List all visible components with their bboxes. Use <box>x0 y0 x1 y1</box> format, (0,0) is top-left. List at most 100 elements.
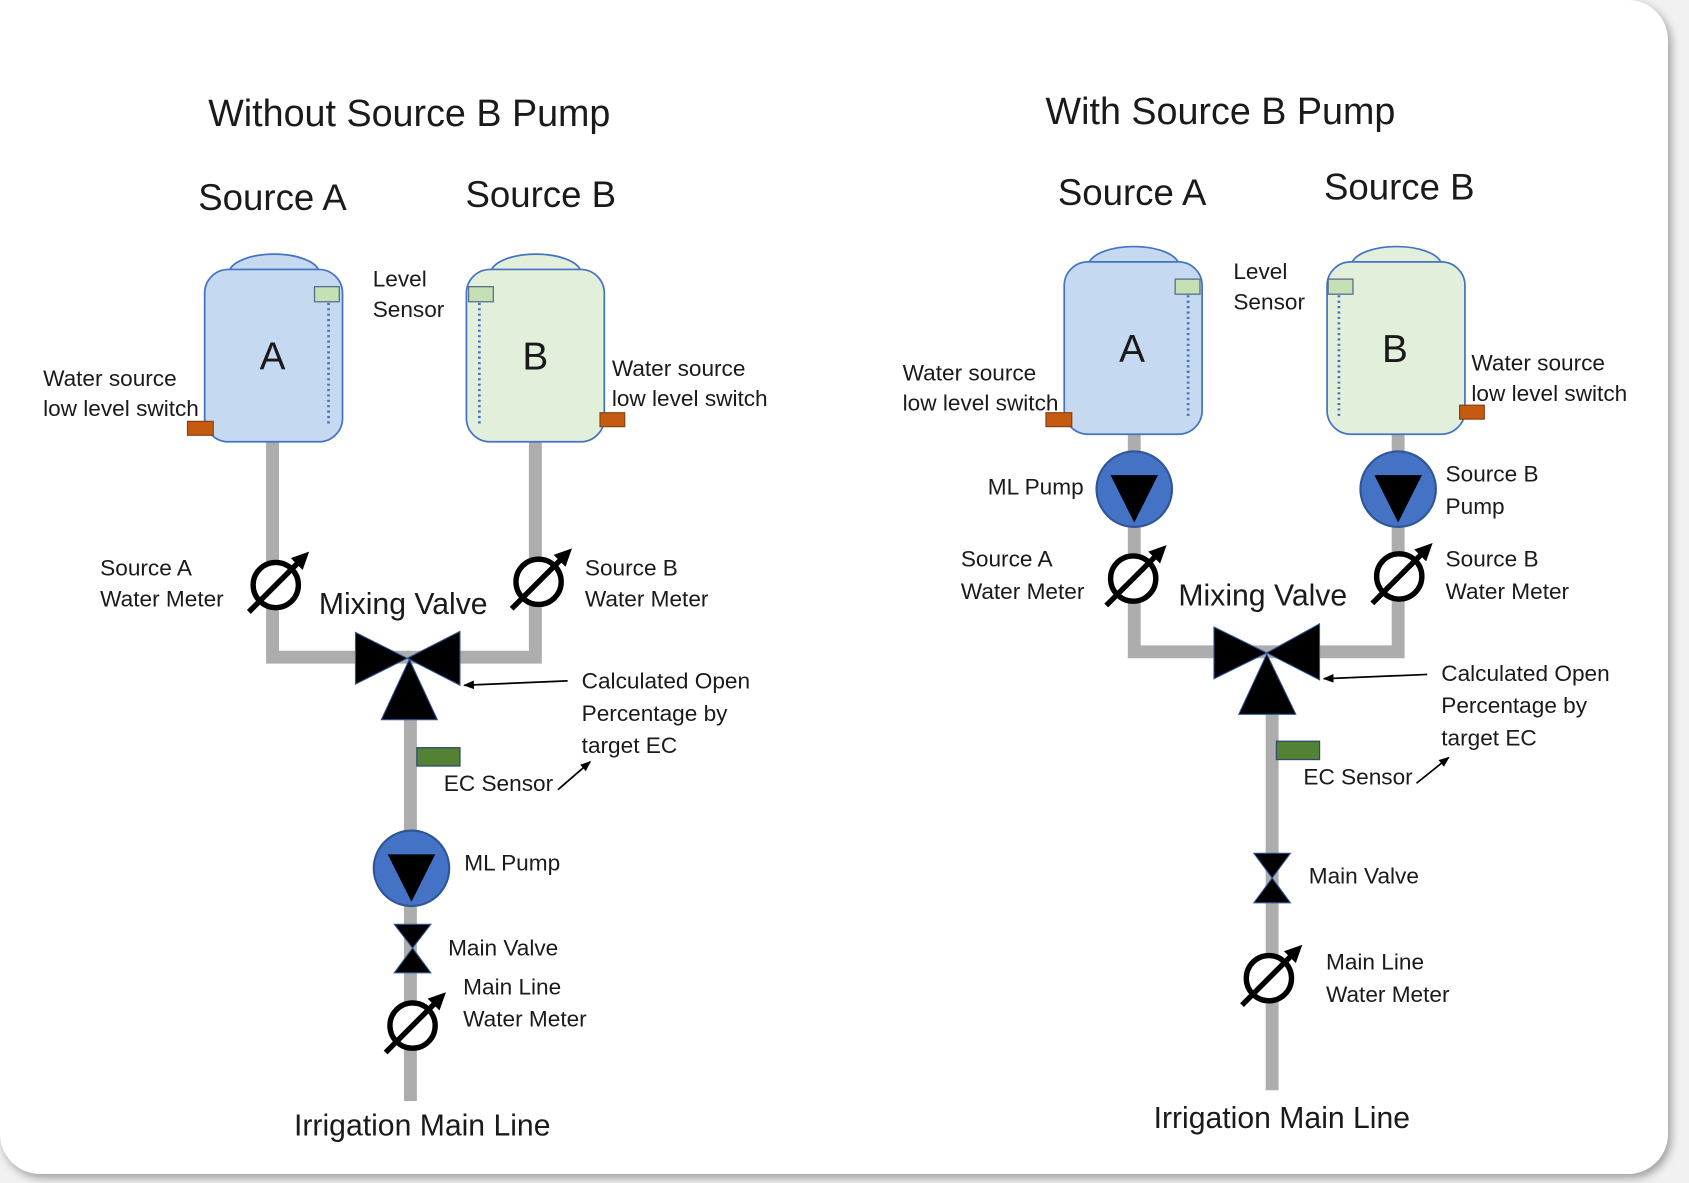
ml-pump-icon <box>1095 450 1174 528</box>
source-a-water-meter-icon <box>246 551 310 614</box>
tank-b-letter: B <box>522 336 548 379</box>
ec-sensor-pointer <box>557 760 592 791</box>
pump-direction-triangle <box>387 854 436 902</box>
valve-note-line-3: target EC <box>582 733 678 758</box>
main-line-meter-label-line-1: Main Line <box>463 974 561 999</box>
source-b-meter-label-line-2: Water Meter <box>1446 579 1570 604</box>
mixing-valve-outlet <box>380 658 439 721</box>
meter-arrowhead <box>1283 944 1303 964</box>
meter-needle <box>509 557 564 611</box>
main-valve-icon <box>393 923 432 974</box>
mixing-valve-icon <box>1213 622 1321 715</box>
irrigation-main-line-label: Irrigation Main Line <box>294 1109 550 1142</box>
tank-a-switch-label-line-1: Water source <box>903 360 1037 385</box>
valve-note-line-2: Percentage by <box>582 701 728 726</box>
tank-a-switch-label-line-1: Water source <box>43 366 177 391</box>
panel-without-source-b-pump: Without Source B Pump Source A Source B … <box>43 92 768 1142</box>
source-a-heading: Source A <box>198 177 347 218</box>
tank-a-switch-label-line-2: low level switch <box>903 391 1059 416</box>
main-valve-label: Main Valve <box>1309 863 1419 888</box>
level-sensor <box>467 286 494 303</box>
valve-note-pointer <box>1322 673 1428 683</box>
tank-a-switch-label-line-2: low level switch <box>43 396 199 421</box>
level-sensor <box>1327 278 1354 295</box>
source-b-water-meter-icon <box>509 548 572 611</box>
ec-sensor <box>1275 740 1321 761</box>
tank-a-letter: A <box>260 336 286 379</box>
tank-a-body <box>203 268 344 443</box>
ml-pump-label: ML Pump <box>988 475 1084 500</box>
source-b-water-meter-icon <box>1370 543 1433 606</box>
tank-a-dome <box>1087 245 1180 264</box>
source-a-meter-label-line-2: Water Meter <box>961 579 1085 604</box>
low-level-switch <box>1045 412 1073 428</box>
ml-pump-label: ML Pump <box>464 850 560 875</box>
meter-arrowhead <box>553 548 572 567</box>
main-line-meter-label-line-1: Main Line <box>1326 950 1424 975</box>
meter-arrowhead <box>427 992 446 1011</box>
main-valve-icon <box>1252 852 1292 904</box>
meter-needle <box>383 1001 438 1055</box>
main-valve-upper <box>393 923 432 949</box>
main-valve-lower <box>1252 877 1292 904</box>
main-line-meter-label-line-2: Water Meter <box>1326 982 1450 1007</box>
mixing-valve-inlet-b <box>405 630 461 687</box>
tank-b-body <box>1326 261 1466 436</box>
tank-b-body <box>465 268 606 443</box>
source-b-heading: Source B <box>1324 166 1475 207</box>
mixing-valve-label: Mixing Valve <box>1178 580 1347 613</box>
source-b-pump-label-line-2: Pump <box>1446 494 1505 519</box>
mixing-valve-label: Mixing Valve <box>319 588 488 621</box>
tank-a: A <box>1045 245 1203 436</box>
ec-sensor-label: EC Sensor <box>444 771 554 796</box>
tank-a: A <box>186 253 344 443</box>
tank-b-switch-label-line-1: Water source <box>612 356 746 381</box>
tank-b: B <box>465 253 626 443</box>
tank-b-dome <box>1350 245 1443 264</box>
tank-b-switch-label-line-1: Water source <box>1471 351 1605 376</box>
main-valve-upper <box>1252 852 1292 879</box>
source-b-meter-label-line-1: Source B <box>1446 547 1539 572</box>
meter-needle <box>1104 554 1158 608</box>
main-valve-label: Main Valve <box>448 936 558 961</box>
level-sensor-label-line-1: Level <box>373 267 427 292</box>
ec-sensor-pointer <box>1415 756 1450 784</box>
meter-arrowhead <box>1148 545 1167 564</box>
source-a-water-meter-icon <box>1104 545 1167 608</box>
meter-needle <box>1370 551 1424 606</box>
panel-title: Without Source B Pump <box>208 92 610 134</box>
panel-title: With Source B Pump <box>1046 90 1396 132</box>
meter-needle <box>1240 953 1294 1008</box>
meter-arrowhead <box>1414 543 1433 562</box>
tank-b-switch-label-line-2: low level switch <box>1471 381 1627 406</box>
mixing-valve-inlet-b <box>1265 622 1321 681</box>
low-level-switch <box>186 420 214 436</box>
source-a-meter-label-line-1: Source A <box>961 547 1054 572</box>
tank-b-switch-label-line-2: low level switch <box>612 386 768 411</box>
valve-note-line-1: Calculated Open <box>582 668 750 693</box>
pump-direction-triangle <box>1374 475 1422 523</box>
source-supply-pipe <box>1127 434 1405 659</box>
source-supply-pipe <box>266 441 542 664</box>
irrigation-main-line-label: Irrigation Main Line <box>1154 1102 1410 1135</box>
mixing-valve-inlet-a <box>354 631 409 686</box>
mixing-valve-inlet-a <box>1213 626 1268 680</box>
source-b-heading: Source B <box>465 174 616 215</box>
tank-a-letter: A <box>1119 328 1145 371</box>
tank-a-dome <box>228 253 321 272</box>
meter-arrowhead <box>290 551 310 570</box>
mixing-valve-icon <box>354 630 461 721</box>
level-sensor-label-line-2: Sensor <box>1233 289 1305 314</box>
main-valve-lower <box>393 947 432 974</box>
panel-with-source-b-pump: With Source B Pump Source A Source B A B… <box>903 90 1628 1135</box>
tank-b: B <box>1326 245 1485 436</box>
tank-b-letter: B <box>1382 328 1408 371</box>
ec-sensor-label: EC Sensor <box>1303 764 1413 789</box>
pump-direction-triangle <box>1110 475 1158 523</box>
level-sensor <box>1174 278 1201 295</box>
valve-note-line-3: target EC <box>1441 726 1537 751</box>
source-b-pump-icon <box>1359 450 1437 528</box>
level-sensor-label-line-2: Sensor <box>373 297 445 322</box>
source-a-heading: Source A <box>1058 172 1207 213</box>
